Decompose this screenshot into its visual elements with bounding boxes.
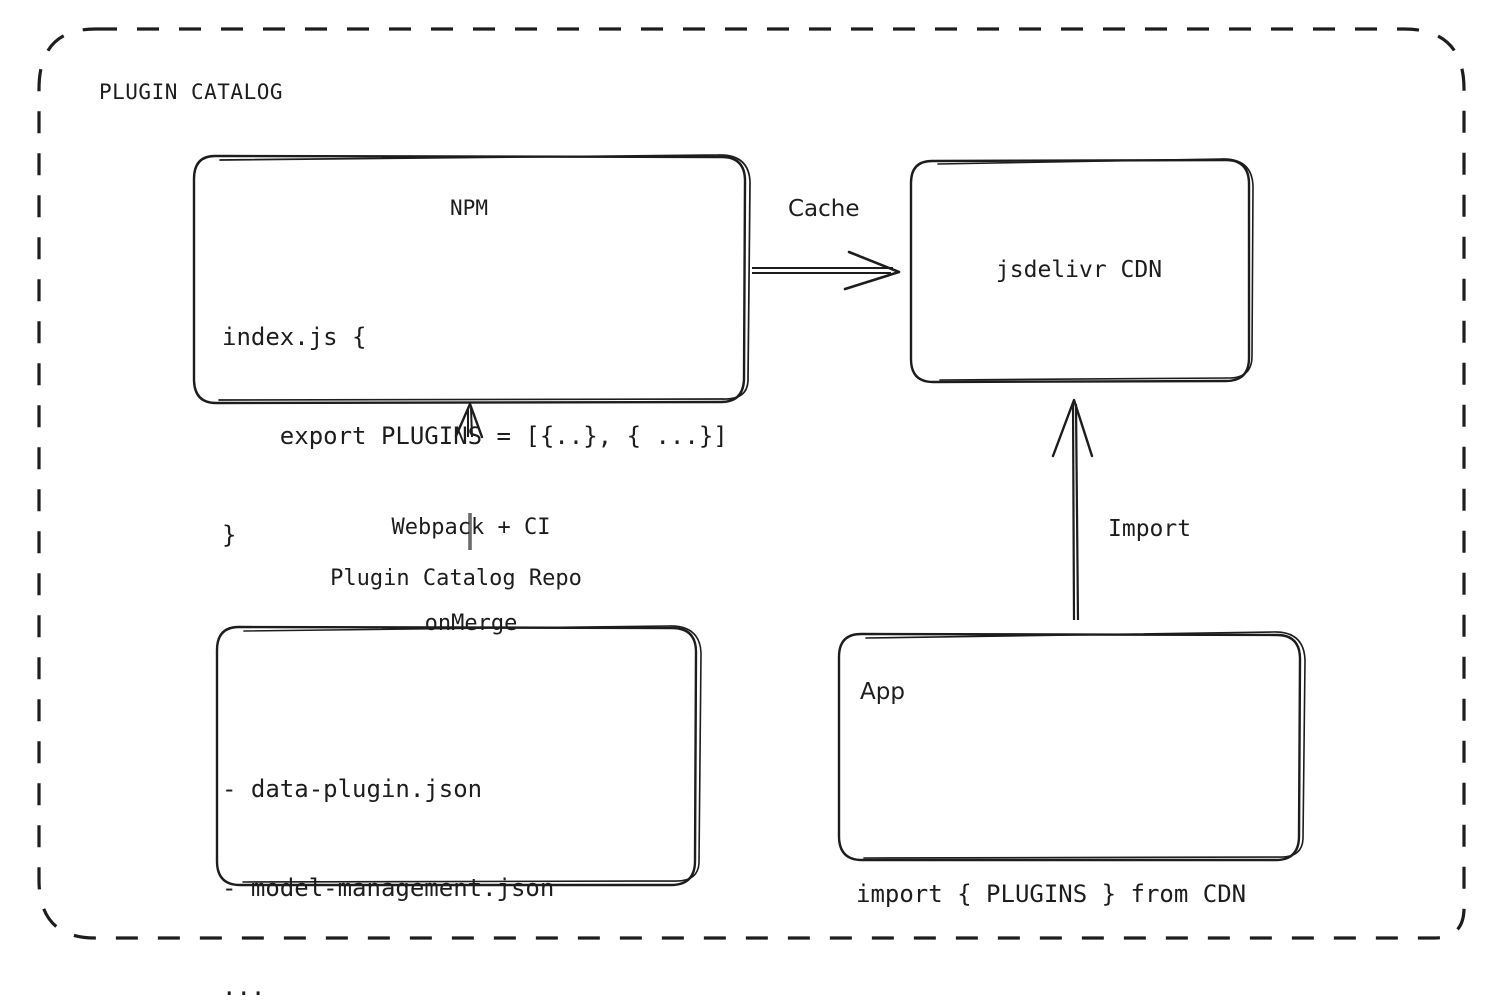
group-title: PLUGIN CATALOG: [99, 80, 284, 104]
edge-import-label: Import: [1108, 516, 1192, 542]
npm-node-title: NPM: [450, 196, 488, 220]
edge-build-label-line-2: onMerge: [424, 611, 518, 636]
repo-file-item: ...: [222, 973, 266, 1001]
npm-code-line-3: }: [222, 521, 237, 549]
repo-file-item: - model-management.json: [222, 874, 555, 902]
npm-code-line-2: export PLUGINS = [{..}, { ...}]: [222, 422, 728, 450]
repo-node-file-list: - data-plugin.json - model-management.js…: [222, 707, 554, 1002]
cdn-node-title: jsdelivr CDN: [995, 257, 1163, 283]
repo-file-item: - data-plugin.json: [222, 775, 483, 803]
edge-import-arrow: [1051, 398, 1094, 621]
edge-build-label: Webpack + CI onMerge: [371, 448, 571, 704]
app-node-title: App: [860, 679, 905, 705]
app-node-code: import { PLUGINS } from CDN PLUGINS.forE…: [856, 739, 1246, 1002]
edge-cache-arrow: [752, 250, 901, 291]
repo-node-caption: Plugin Catalog Repo: [330, 566, 582, 591]
edge-cache-label: Cache: [788, 196, 860, 222]
npm-node-code: index.js { export PLUGINS = [{..}, { ...…: [222, 255, 728, 618]
npm-code-line-1: index.js {: [222, 323, 367, 351]
app-code-line-1: import { PLUGINS } from CDN: [856, 880, 1247, 908]
edge-build-label-line-1: Webpack + CI: [391, 515, 551, 540]
